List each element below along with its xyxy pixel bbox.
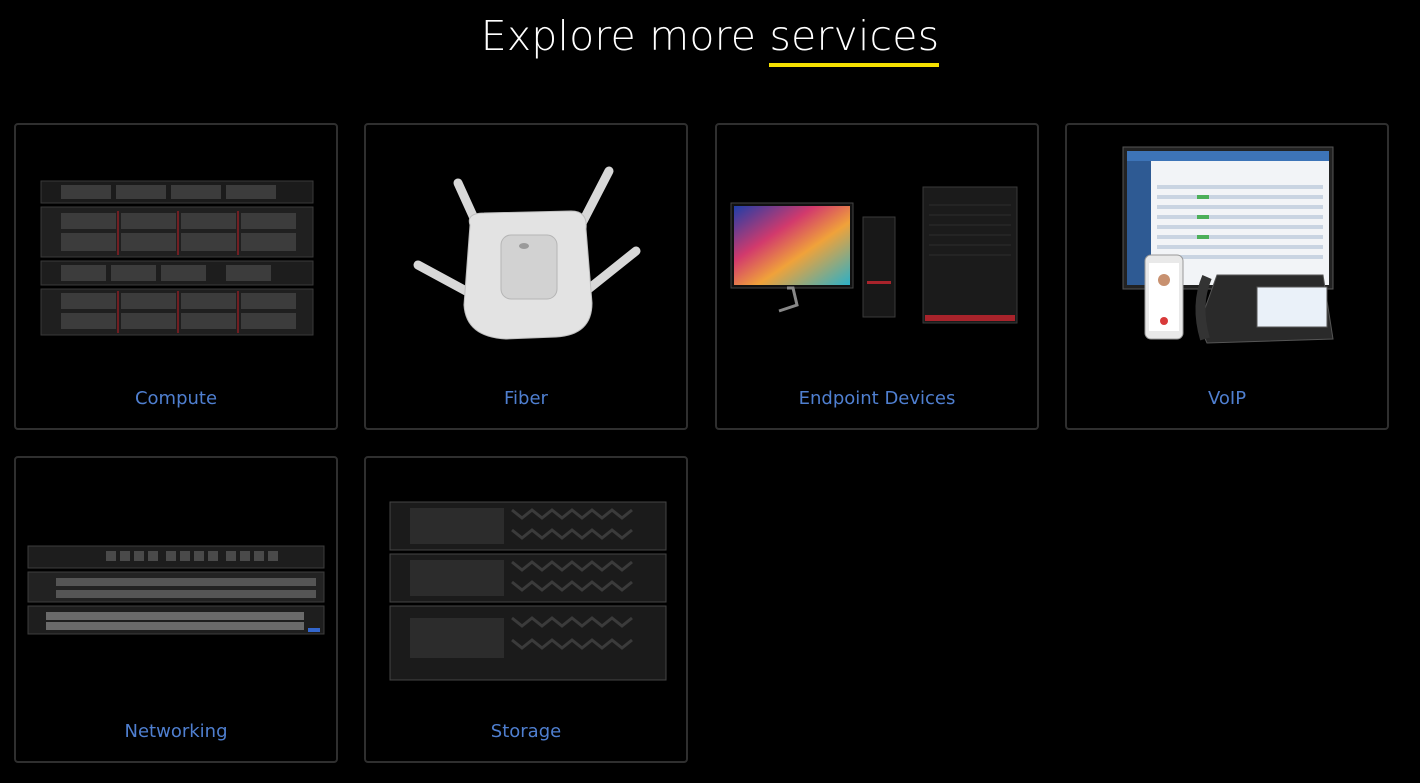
service-card-fiber[interactable]: Fiber <box>364 123 688 430</box>
wireless-access-point-icon <box>413 166 641 340</box>
voip-phone-and-screen-icon <box>1122 146 1334 344</box>
page-title: Explore more services <box>0 12 1420 68</box>
service-card-compute[interactable]: Compute <box>14 123 338 430</box>
card-label: Storage <box>490 721 562 742</box>
service-card-storage[interactable]: Storage <box>364 456 688 763</box>
network-switch-icon <box>27 545 325 635</box>
card-label: Fiber <box>504 388 548 409</box>
card-label: Networking <box>124 721 228 742</box>
storage-array-icon <box>389 501 667 681</box>
service-card-voip[interactable]: VoIP <box>1065 123 1389 430</box>
rack-server-icon <box>40 180 314 336</box>
title-highlight: services <box>769 12 940 68</box>
card-label: VoIP <box>1207 388 1247 409</box>
service-card-endpoint-devices[interactable]: Endpoint Devices <box>715 123 1039 430</box>
monitor-and-workstations-icon <box>730 186 1018 324</box>
card-label: Compute <box>134 388 218 409</box>
card-label: Endpoint Devices <box>798 388 956 409</box>
title-text: Explore more <box>480 12 770 60</box>
service-card-networking[interactable]: Networking <box>14 456 338 763</box>
